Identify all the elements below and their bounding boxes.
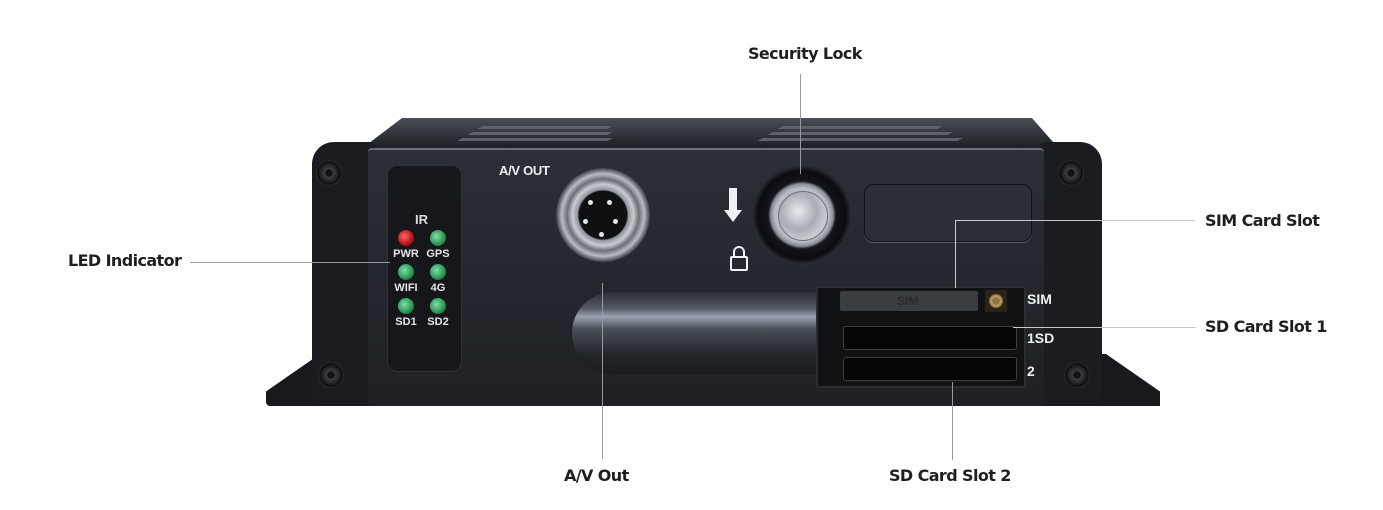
heat-fin bbox=[467, 132, 613, 135]
sd2-panel-label: 2 bbox=[1027, 363, 1035, 379]
cylindrical-cover bbox=[572, 292, 822, 374]
connector-pin bbox=[599, 232, 604, 237]
device-top-lid bbox=[360, 118, 1060, 150]
led-label: WIFI bbox=[394, 282, 418, 294]
led-4g-icon bbox=[430, 264, 446, 280]
blank-cover-panel bbox=[864, 184, 1032, 242]
sim-panel-label: SIM bbox=[1027, 291, 1052, 307]
screw-icon bbox=[318, 362, 344, 388]
leader-line-av-out bbox=[602, 283, 603, 459]
connector-pin bbox=[583, 219, 588, 224]
sim-tray-label: SIM bbox=[897, 294, 919, 308]
connector-pin bbox=[613, 219, 618, 224]
arrow-down-icon bbox=[724, 210, 742, 222]
led-sd2-icon bbox=[430, 298, 446, 314]
callout-security-lock: Security Lock bbox=[748, 44, 862, 63]
screw-icon bbox=[1058, 160, 1084, 186]
led-wifi-icon bbox=[398, 264, 414, 280]
sim-card-slot[interactable] bbox=[840, 291, 978, 311]
callout-led-indicator: LED Indicator bbox=[68, 251, 182, 270]
heat-fin bbox=[757, 138, 963, 141]
arrow-down-icon bbox=[729, 188, 737, 214]
led-gps-icon bbox=[430, 230, 446, 246]
padlock-icon bbox=[730, 256, 748, 271]
led-sd1-icon bbox=[398, 298, 414, 314]
sd1-panel-label: 1SD bbox=[1027, 330, 1055, 346]
heat-fin bbox=[777, 126, 943, 129]
callout-sd-card-slot-2: SD Card Slot 2 bbox=[889, 466, 1011, 485]
led-label: GPS bbox=[426, 248, 450, 260]
callout-sd-card-slot-1: SD Card Slot 1 bbox=[1205, 317, 1327, 336]
device-side-left bbox=[312, 142, 376, 404]
av-out-connector-icon bbox=[556, 168, 650, 262]
av-out-panel-label: A/V OUT bbox=[499, 163, 550, 178]
screw-icon bbox=[316, 160, 342, 186]
connector-pin bbox=[607, 200, 612, 205]
padlock-icon bbox=[733, 246, 745, 258]
ir-label: IR bbox=[415, 212, 428, 227]
callout-av-out: A/V Out bbox=[564, 466, 629, 485]
security-lock-key-icon bbox=[778, 191, 828, 241]
leader-line-security-lock bbox=[800, 74, 801, 174]
led-label: SD1 bbox=[395, 316, 417, 328]
connector-pin bbox=[588, 200, 593, 205]
screw-icon bbox=[1064, 362, 1090, 388]
led-label: SD2 bbox=[427, 316, 449, 328]
led-pwr-icon bbox=[398, 230, 414, 246]
heat-fin bbox=[767, 132, 953, 135]
led-label: 4G bbox=[430, 282, 446, 294]
leader-line-sim-card-slot bbox=[955, 220, 956, 288]
sd-card-slot-1[interactable] bbox=[843, 326, 1017, 350]
heat-fin bbox=[477, 126, 613, 129]
leader-line-sd-card-slot-1 bbox=[1013, 327, 1196, 328]
callout-sim-card-slot: SIM Card Slot bbox=[1205, 211, 1320, 230]
antenna-port-icon bbox=[989, 294, 1003, 308]
sd-card-slot-2[interactable] bbox=[843, 357, 1017, 381]
leader-line-sim-card-slot bbox=[955, 220, 1195, 221]
leader-line-led-indicator bbox=[190, 262, 390, 263]
heat-fin bbox=[457, 138, 613, 141]
leader-line-sd-card-slot-2 bbox=[952, 382, 953, 460]
led-label: PWR bbox=[393, 248, 419, 260]
